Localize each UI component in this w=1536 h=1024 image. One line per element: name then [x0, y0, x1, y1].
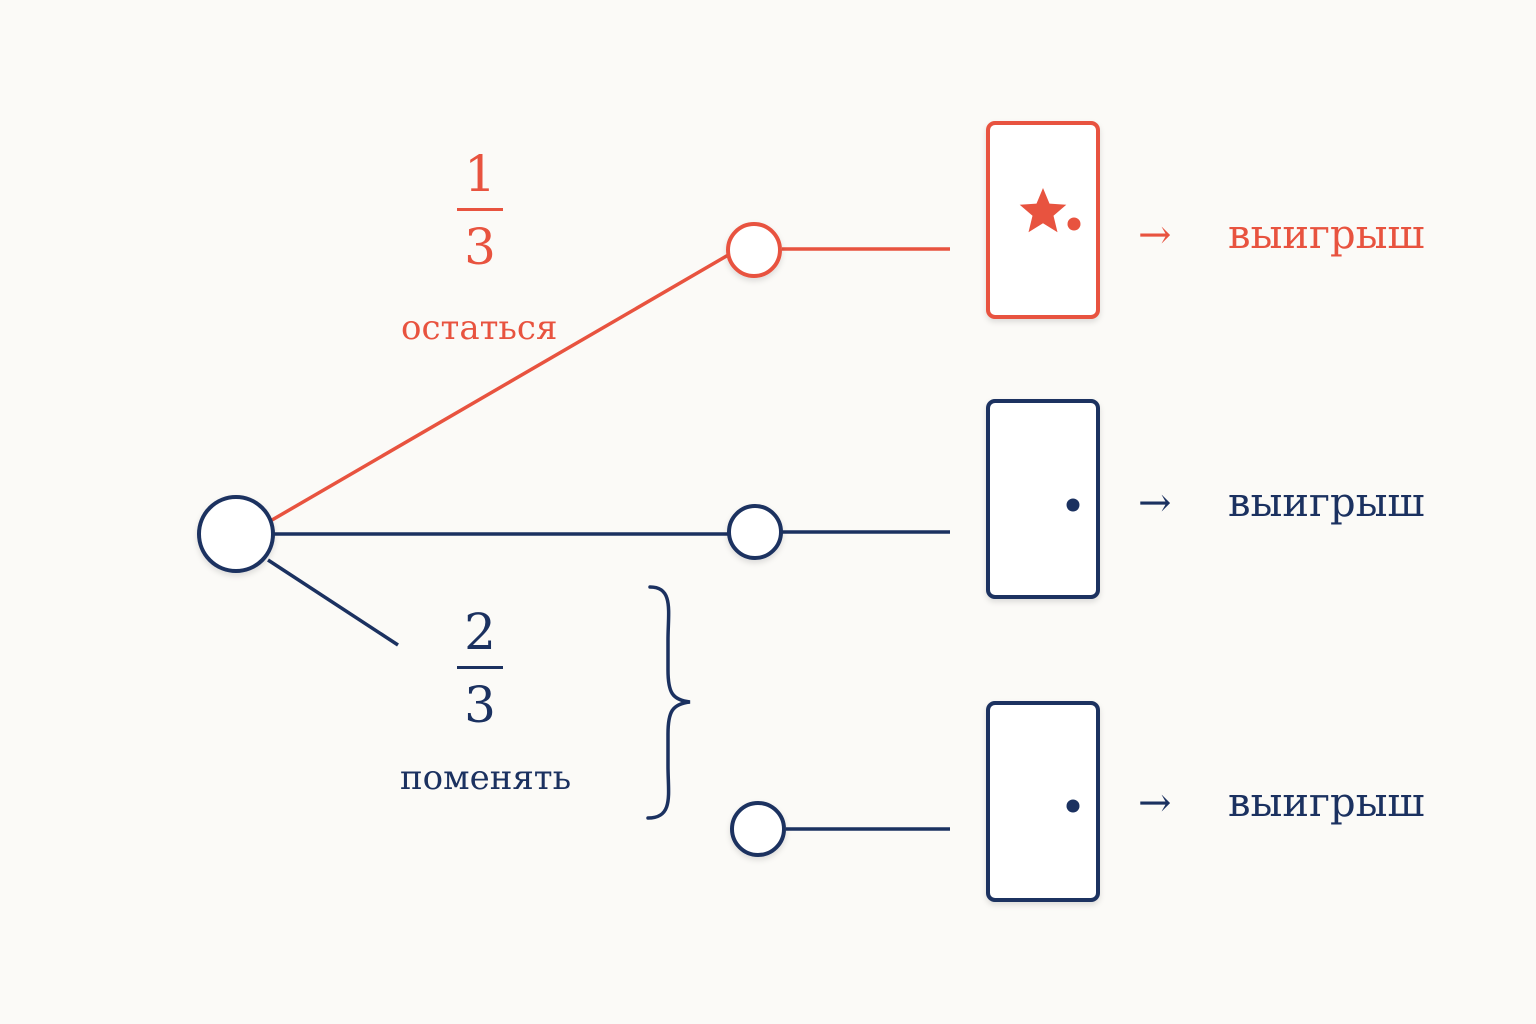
- outcome-arrow: →: [1138, 780, 1172, 826]
- node-bottom: [730, 801, 786, 857]
- root-node: [197, 495, 275, 573]
- switch-numerator: 2: [464, 603, 496, 661]
- stay-probability: 1 3: [420, 146, 540, 275]
- outcome-arrow: →: [1138, 480, 1172, 526]
- stay-numerator: 1: [464, 145, 496, 203]
- branch-stay: [271, 252, 731, 522]
- door-knob-icon: [1066, 498, 1080, 512]
- outcome-label: выигрыш: [1228, 480, 1425, 526]
- fraction-bar: [457, 666, 503, 669]
- door-knob-icon: [1066, 799, 1080, 813]
- door-knob-icon: [1067, 217, 1081, 231]
- outcome-label: выигрыш: [1228, 780, 1425, 826]
- stay-denominator: 3: [464, 218, 496, 276]
- switch-probability: 2 3: [420, 604, 540, 733]
- branch-switch: [267, 558, 399, 647]
- switch-denominator: 3: [464, 676, 496, 734]
- stay-label: остаться: [401, 308, 558, 348]
- star-icon: [1019, 188, 1067, 233]
- door-bottom: [986, 701, 1100, 902]
- fraction-bar: [457, 208, 503, 211]
- door-middle: [986, 399, 1100, 599]
- switch-label: поменять: [400, 758, 572, 798]
- node-middle: [727, 504, 783, 560]
- outcome-label: выигрыш: [1228, 212, 1425, 258]
- switch-brace: [646, 585, 691, 820]
- node-stay: [726, 222, 782, 278]
- outcome-arrow: →: [1138, 212, 1172, 258]
